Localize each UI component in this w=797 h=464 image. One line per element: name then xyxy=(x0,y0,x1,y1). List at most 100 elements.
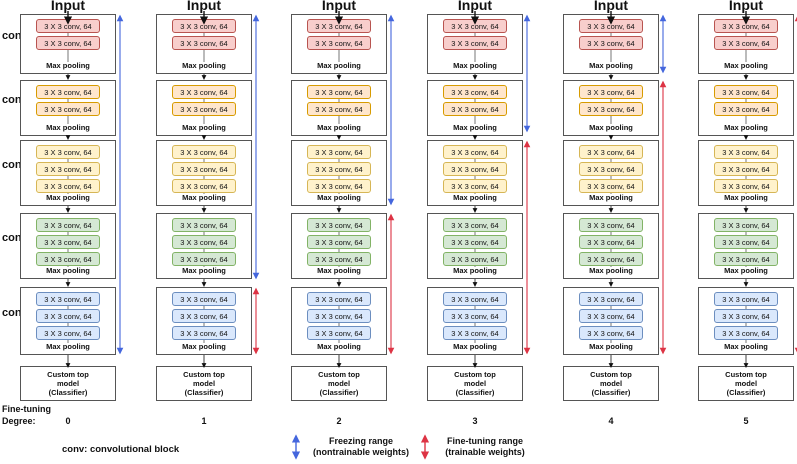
conv-layer: 3 X 3 conv, 64 xyxy=(307,292,371,306)
conv-layer: 3 X 3 conv, 64 xyxy=(172,252,236,266)
custom-top-model-line: model xyxy=(56,379,80,388)
conv-layer: 3 X 3 conv, 64 xyxy=(172,235,236,249)
max-pooling-label: Max pooling xyxy=(317,342,361,351)
conv-layer: 3 X 3 conv, 64 xyxy=(714,145,778,159)
max-pooling-label: Max pooling xyxy=(182,193,226,202)
conv-layer: 3 X 3 conv, 64 xyxy=(443,179,507,193)
custom-top-model-line: model xyxy=(192,379,216,388)
max-pooling-label: Max pooling xyxy=(724,193,768,202)
custom-top-model-line: model xyxy=(599,379,623,388)
conv-layer: 3 X 3 conv, 64 xyxy=(307,326,371,340)
conv-layer: 3 X 3 conv, 64 xyxy=(36,102,100,116)
max-pooling-label: Max pooling xyxy=(589,123,633,132)
conv-layer: 3 X 3 conv, 64 xyxy=(579,292,643,306)
conv-layer: 3 X 3 conv, 64 xyxy=(36,235,100,249)
freezing-range-subtitle: (nontrainable weights) xyxy=(312,447,409,457)
conv-layer: 3 X 3 conv, 64 xyxy=(443,218,507,232)
max-pooling-label: Max pooling xyxy=(182,266,226,275)
conv-layer: 3 X 3 conv, 64 xyxy=(307,235,371,249)
fine-tuning-degree-2: 2 xyxy=(336,416,342,426)
conv-layer: 3 X 3 conv, 64 xyxy=(443,145,507,159)
freezing-range-legend: Freezing range (nontrainable weights) xyxy=(306,436,416,458)
fine-tuning-degree-0: 0 xyxy=(65,416,71,426)
conv-layer: 3 X 3 conv, 64 xyxy=(714,36,778,50)
conv-layer: 3 X 3 conv, 64 xyxy=(36,36,100,50)
conv-layer: 3 X 3 conv, 64 xyxy=(172,326,236,340)
conv-layer: 3 X 3 conv, 64 xyxy=(443,36,507,50)
max-pooling-label: Max pooling xyxy=(453,61,497,70)
conv-layer: 3 X 3 conv, 64 xyxy=(172,36,236,50)
custom-top-model-line: model xyxy=(463,379,487,388)
conv-layer: 3 X 3 conv, 64 xyxy=(579,326,643,340)
max-pooling-label: Max pooling xyxy=(589,61,633,70)
conv-layer: 3 X 3 conv, 64 xyxy=(307,309,371,323)
conv-layer: 3 X 3 conv, 64 xyxy=(579,309,643,323)
conv-layer: 3 X 3 conv, 64 xyxy=(307,36,371,50)
custom-top-model-line: Custom top xyxy=(590,370,632,379)
fine-tuning-label-line2: Degree: xyxy=(2,416,36,426)
max-pooling-label: Max pooling xyxy=(46,61,90,70)
conv-layer: 3 X 3 conv, 64 xyxy=(307,218,371,232)
conv-layer: 3 X 3 conv, 64 xyxy=(443,309,507,323)
conv-layer: 3 X 3 conv, 64 xyxy=(36,162,100,176)
conv-layer: 3 X 3 conv, 64 xyxy=(443,85,507,99)
max-pooling-label: Max pooling xyxy=(724,342,768,351)
fine-tuning-degree-1: 1 xyxy=(201,416,207,426)
conv-layer: 3 X 3 conv, 64 xyxy=(443,292,507,306)
conv-layer: 3 X 3 conv, 64 xyxy=(714,218,778,232)
conv-layer: 3 X 3 conv, 64 xyxy=(307,85,371,99)
custom-top-model-line: (Classifier) xyxy=(726,388,766,397)
max-pooling-label: Max pooling xyxy=(182,342,226,351)
conv-layer: 3 X 3 conv, 64 xyxy=(714,162,778,176)
max-pooling-label: Max pooling xyxy=(453,123,497,132)
conv-note: conv: convolutional block xyxy=(62,444,180,455)
max-pooling-label: Max pooling xyxy=(317,123,361,132)
conv-layer: 3 X 3 conv, 64 xyxy=(307,252,371,266)
conv-layer: 3 X 3 conv, 64 xyxy=(307,102,371,116)
custom-top-model-line: (Classifier) xyxy=(48,388,88,397)
custom-top-model-line: model xyxy=(327,379,351,388)
conv-layer: 3 X 3 conv, 64 xyxy=(307,162,371,176)
max-pooling-label: Max pooling xyxy=(724,61,768,70)
fine-tuning-label-line1: Fine-tuning xyxy=(2,404,51,414)
conv-layer: 3 X 3 conv, 64 xyxy=(579,235,643,249)
conv-layer: 3 X 3 conv, 64 xyxy=(172,179,236,193)
max-pooling-label: Max pooling xyxy=(589,342,633,351)
custom-top-model-line: Custom top xyxy=(183,370,225,379)
conv-layer: 3 X 3 conv, 64 xyxy=(443,102,507,116)
conv-layer: 3 X 3 conv, 64 xyxy=(36,85,100,99)
max-pooling-label: Max pooling xyxy=(589,193,633,202)
conv-layer: 3 X 3 conv, 64 xyxy=(579,145,643,159)
fine-tuning-degree-3: 3 xyxy=(472,416,478,426)
custom-top-model-line: Custom top xyxy=(318,370,360,379)
input-title: Input xyxy=(186,0,222,13)
conv-layer: 3 X 3 conv, 64 xyxy=(307,145,371,159)
conv-layer: 3 X 3 conv, 64 xyxy=(36,218,100,232)
custom-top-model-line: model xyxy=(734,379,758,388)
input-title: Input xyxy=(50,0,86,13)
conv-layer: 3 X 3 conv, 64 xyxy=(172,85,236,99)
conv-layer: 3 X 3 conv, 64 xyxy=(172,102,236,116)
fine-tuning-degree-4: 4 xyxy=(608,416,614,426)
max-pooling-label: Max pooling xyxy=(182,61,226,70)
conv-layer: 3 X 3 conv, 64 xyxy=(172,218,236,232)
custom-top-model-line: (Classifier) xyxy=(591,388,631,397)
max-pooling-label: Max pooling xyxy=(46,342,90,351)
custom-top-model-line: (Classifier) xyxy=(319,388,359,397)
max-pooling-label: Max pooling xyxy=(724,123,768,132)
conv-layer: 3 X 3 conv, 64 xyxy=(36,326,100,340)
max-pooling-label: Max pooling xyxy=(46,193,90,202)
conv-layer: 3 X 3 conv, 64 xyxy=(443,162,507,176)
conv-layer: 3 X 3 conv, 64 xyxy=(36,145,100,159)
custom-top-model-line: (Classifier) xyxy=(184,388,224,397)
fine-tuning-degree-5: 5 xyxy=(743,416,749,426)
conv-layer: 3 X 3 conv, 64 xyxy=(579,85,643,99)
conv-layer: 3 X 3 conv, 64 xyxy=(443,252,507,266)
max-pooling-label: Max pooling xyxy=(589,266,633,275)
conv-layer: 3 X 3 conv, 64 xyxy=(579,252,643,266)
